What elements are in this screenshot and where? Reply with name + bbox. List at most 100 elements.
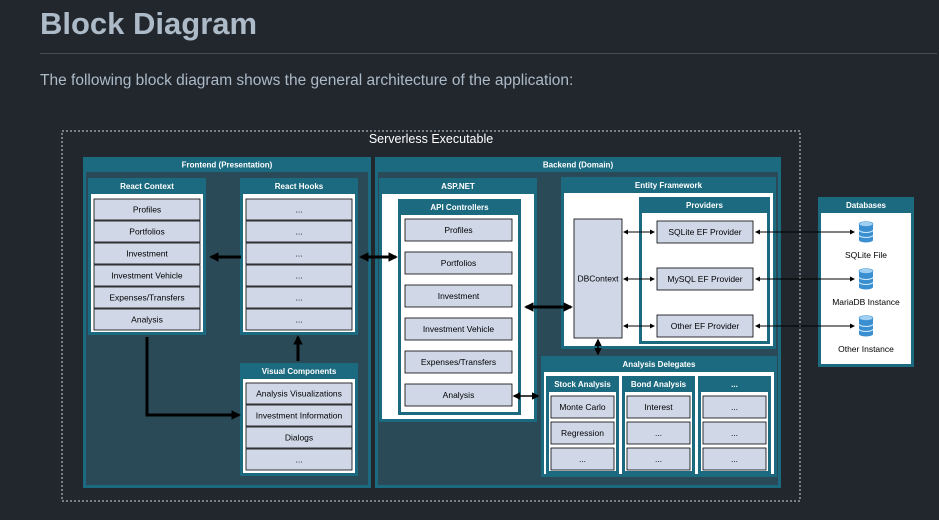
analysis-group-item-label: ... [731, 454, 738, 464]
api-controller-item: Expenses/Transfers [404, 350, 513, 374]
api-controller-item-box [404, 284, 513, 308]
analysis-group-item-label: Interest [644, 402, 673, 412]
react-context-item: Investment Vehicle [93, 264, 201, 287]
visual-components-item: Dialogs [245, 426, 353, 449]
react-hooks-item: ... [245, 264, 353, 287]
react-context-item-box [93, 242, 201, 265]
react-context-item-label: Investment Vehicle [111, 271, 183, 281]
react-hooks-item-box [245, 264, 353, 287]
provider-item-box [656, 267, 754, 291]
visual-components-item: Analysis Visualizations [245, 382, 353, 405]
backend-panel-title: Backend (Domain) [543, 161, 614, 170]
react-hooks-item: ... [245, 308, 353, 331]
analysis-delegates-panel-title: Analysis Delegates [623, 360, 696, 369]
analysis-group-item: Monte Carlo [550, 395, 615, 419]
database-label: SQLite File [845, 250, 887, 260]
page-title: Block Diagram [40, 6, 258, 41]
analysis-group-item: ... [702, 395, 767, 419]
analysis-group-item-label: ... [655, 454, 662, 464]
react-hooks-item-label: ... [295, 227, 302, 237]
react-hooks-item-box [245, 242, 353, 265]
analysis-group-item-label: ... [731, 428, 738, 438]
visual-components-item-box [245, 426, 353, 449]
database-icon [858, 221, 874, 243]
frontend-panel-title: Frontend (Presentation) [182, 161, 273, 170]
api-controller-item: Analysis [404, 383, 513, 407]
provider-item-label: SQLite EF Provider [668, 227, 741, 237]
react-context-item-box [93, 264, 201, 287]
react-hooks-item: ... [245, 198, 353, 221]
provider-item: SQLite EF Provider [656, 220, 754, 244]
react-hooks-item-box [245, 286, 353, 309]
arrow-context-to-visual [145, 337, 241, 420]
analysis-group-item-box [626, 447, 691, 471]
analysis-group-item: ... [626, 447, 691, 471]
analysis-group-item-box [702, 447, 767, 471]
analysis-group-item-label: Regression [561, 428, 604, 438]
database-icon [858, 268, 874, 290]
react-hooks-item-label: ... [295, 271, 302, 281]
analysis-group-item-label: ... [655, 428, 662, 438]
analysis-group-item: ... [702, 447, 767, 471]
title-divider [40, 53, 937, 54]
provider-item-box [656, 220, 754, 244]
serverless-executable-title: Serverless Executable [369, 132, 493, 146]
react-hooks-item-label: ... [295, 293, 302, 303]
react-hooks-item-box [245, 198, 353, 221]
api-controller-item-box [404, 218, 513, 242]
analysis-group-item-box [626, 421, 691, 445]
react-hooks-item-label: ... [295, 315, 302, 325]
analysis-group-item-label: ... [731, 402, 738, 412]
api-controller-item-label: Investment Vehicle [423, 324, 495, 334]
visual-components-item: ... [245, 448, 353, 471]
react-hooks-item: ... [245, 242, 353, 265]
analysis-group-item-box [550, 421, 615, 445]
dbcontext-box: DBContext [573, 218, 623, 339]
react-context-item-label: Analysis [131, 315, 163, 325]
api-controller-item: Profiles [404, 218, 513, 242]
api-controllers-panel-title: API Controllers [430, 203, 489, 212]
react-context-item-label: Expenses/Transfers [109, 293, 184, 303]
analysis-group-item: ... [550, 447, 615, 471]
visual-components-item-label: Investment Information [256, 411, 343, 421]
api-controller-item-box [404, 317, 513, 341]
visual-components-item-label: Analysis Visualizations [256, 389, 342, 399]
analysis-group-item: ... [626, 421, 691, 445]
aspnet-panel-title: ASP.NET [441, 182, 475, 191]
visual-components-item-box [245, 448, 353, 471]
analysis-group-item-box [626, 395, 691, 419]
dbcontext-box-label: DBContext [577, 274, 619, 284]
react-context-item-box [93, 308, 201, 331]
visual-components-panel-title: Visual Components [262, 367, 337, 376]
analysis-group-item-box [550, 447, 615, 471]
analysis-group-item: Regression [550, 421, 615, 445]
api-controller-item-label: Expenses/Transfers [421, 357, 496, 367]
react-hooks-item: ... [245, 286, 353, 309]
provider-item-label: Other EF Provider [671, 321, 740, 331]
api-controller-item-label: Portfolios [441, 258, 476, 268]
provider-item: MySQL EF Provider [656, 267, 754, 291]
react-context-item-label: Profiles [133, 205, 161, 215]
react-context-panel-title: React Context [120, 182, 174, 191]
api-controller-item: Investment Vehicle [404, 317, 513, 341]
dbcontext-box-box [573, 218, 623, 339]
react-context-item-label: Portfolios [129, 227, 164, 237]
react-context-item: Expenses/Transfers [93, 286, 201, 309]
react-hooks-item: ... [245, 220, 353, 243]
react-context-item: Investment [93, 242, 201, 265]
entity-framework-panel-title: Entity Framework [635, 181, 703, 190]
react-context-item-label: Investment [126, 249, 168, 259]
react-context-item: Analysis [93, 308, 201, 331]
analysis-group-panel-title: ... [731, 380, 738, 389]
react-context-item-box [93, 220, 201, 243]
react-hooks-item-label: ... [295, 249, 302, 259]
api-controller-item-box [404, 251, 513, 275]
analysis-group-item-label: ... [579, 454, 586, 464]
provider-item-box [656, 314, 754, 338]
react-hooks-item-label: ... [295, 205, 302, 215]
api-controller-item-box [404, 350, 513, 374]
react-hooks-item-box [245, 220, 353, 243]
analysis-group-item-label: Monte Carlo [559, 402, 606, 412]
visual-components-item-box [245, 404, 353, 427]
